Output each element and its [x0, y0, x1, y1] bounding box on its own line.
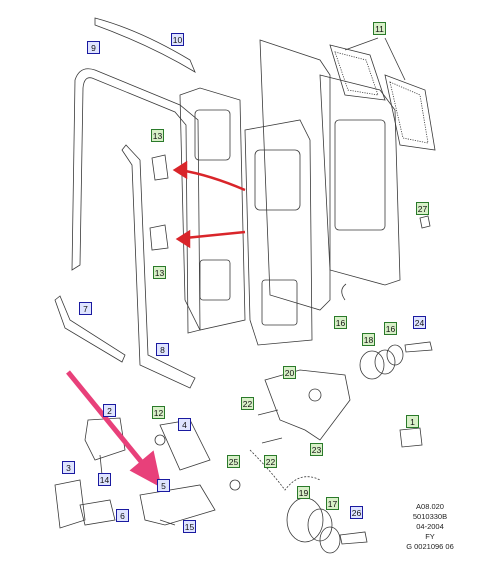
window-panel-upper: [329, 44, 386, 101]
callout-6: 6: [116, 509, 129, 522]
bush-20: [286, 497, 324, 543]
callout-18: 17: [326, 497, 339, 510]
hinge-2: [84, 417, 126, 461]
door-frame-seal: [71, 68, 201, 334]
callout-26: 24: [413, 316, 426, 329]
callout-21: 20: [283, 366, 296, 379]
callout-17: 16: [384, 322, 397, 335]
callout-9: 9: [87, 41, 100, 54]
nut-24: [229, 479, 241, 491]
bush-19: [359, 350, 385, 380]
callout-12: 12: [152, 406, 165, 419]
callout-1: 1: [406, 415, 419, 428]
reference-code-1: A08.020: [416, 502, 444, 511]
wedge-13-lower: [149, 224, 169, 251]
callout-13-lower: 13: [153, 266, 166, 279]
screw-22b: [261, 437, 283, 444]
screw-22a: [257, 409, 279, 416]
bush-12: [154, 434, 166, 446]
door-panel-far: [319, 74, 401, 286]
clip-27: [419, 215, 431, 229]
hinge-bracket-21: [264, 369, 351, 441]
callout-2: 2: [103, 404, 116, 417]
callout-19: 18: [362, 333, 375, 346]
callout-20: 19: [297, 486, 310, 499]
callout-14: 14: [98, 473, 111, 486]
reference-code-2: 5010330B: [412, 512, 448, 521]
callout-23: 23: [310, 443, 323, 456]
lower-sill-strip: [54, 295, 126, 363]
door-panel-middle: [244, 119, 313, 346]
bush-17: [386, 344, 404, 366]
reference-date: 04-2004: [416, 522, 444, 531]
callout-27: 27: [416, 202, 429, 215]
plate-6: [79, 499, 116, 526]
callout-11: 11: [373, 22, 386, 35]
inner-door-seal: [121, 144, 196, 389]
door-panel-left: [179, 87, 246, 331]
callout-4: 4: [178, 418, 191, 431]
window-panel-lower: [384, 74, 436, 151]
callout-22-upper: 22: [241, 397, 254, 410]
striker-1: [399, 427, 423, 448]
door-panel-right: [259, 39, 331, 311]
callout-15: 15: [183, 520, 196, 533]
callout-24: 25: [227, 455, 240, 468]
callout-8: 8: [156, 343, 169, 356]
bush-18: [319, 526, 341, 554]
rod-16: [341, 283, 347, 301]
hinge-5: [139, 484, 216, 526]
screw-15: [159, 519, 176, 526]
reference-drawing-number: G 0021096 06: [406, 542, 454, 551]
reference-model: FY: [425, 532, 435, 541]
bolt-26: [404, 341, 433, 353]
highlight-arrow: [66, 370, 162, 488]
callout-10: 10: [171, 33, 184, 46]
upper-seal-strip: [94, 17, 196, 73]
screw-14: [99, 454, 103, 476]
callout-5: 5: [157, 479, 170, 492]
hinge-3: [54, 479, 86, 529]
wedge-13-upper: [151, 154, 169, 181]
callout-7: 7: [79, 302, 92, 315]
callout-3: 3: [62, 461, 75, 474]
callout-25: 26: [350, 506, 363, 519]
bolt-25: [339, 531, 368, 545]
callout-16: 16: [334, 316, 347, 329]
callout-13-upper: 13: [151, 129, 164, 142]
callout-22-lower: 22: [264, 455, 277, 468]
